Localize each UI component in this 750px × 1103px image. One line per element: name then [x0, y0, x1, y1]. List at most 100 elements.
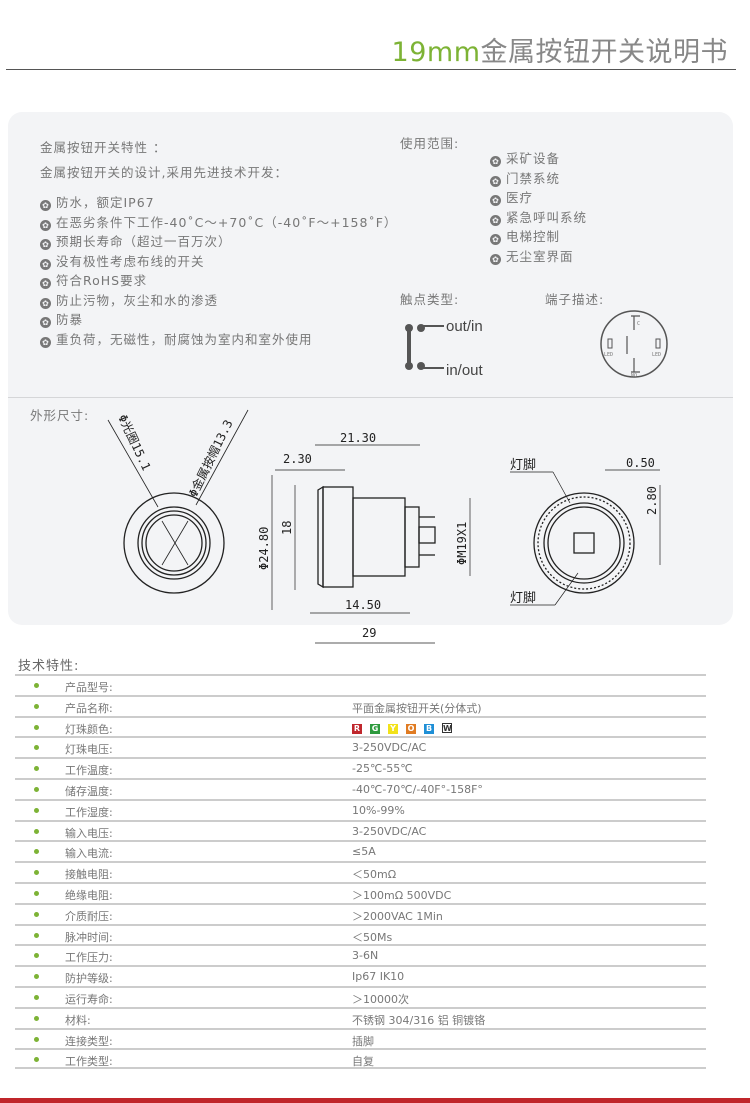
spec-row: 绝缘电阻: ＞100mΩ 500VDC [15, 881, 706, 903]
star-icon: ✿ [40, 239, 51, 250]
spec-value: Ip67 IK10 [352, 970, 405, 984]
spec-row: 产品名称:平面金属按钮开关(分体式) [15, 694, 706, 716]
contact-bottom-label: in/out [446, 362, 484, 379]
spec-value: ＞10000次 [352, 992, 409, 1006]
spec-row: 工作温度: -25℃-55℃ [15, 757, 706, 778]
applications-item-text: 采矿设备 [506, 151, 561, 166]
spec-row: 介质耐压:＞2000VAC 1Min [15, 902, 706, 924]
star-icon: ✿ [490, 175, 501, 187]
spec-value: 插脚 [352, 1034, 374, 1048]
spec-label: 接触电阻: [65, 868, 113, 882]
star-icon: ✿ [40, 336, 51, 348]
bullet-icon [34, 849, 39, 855]
features-item: ✿防止污物，灰尘和水的渗透 [40, 291, 397, 311]
spec-value: ＞2000VAC 1Min [352, 909, 443, 923]
terminal-led-left: LED [604, 352, 613, 358]
spec-label: 脉冲时间: [65, 930, 113, 944]
spec-label: 工作类型: [65, 1055, 113, 1069]
contact-diagram: out/in in/out [405, 318, 484, 379]
spec-label: 工作温度: [65, 764, 113, 778]
spec-label: 绝缘电阻: [65, 888, 113, 902]
features-item-text: 没有极性考虑布线的开关 [56, 253, 205, 269]
dim-0-50: 0.50 [626, 456, 655, 470]
spec-label: 灯珠电压: [65, 743, 113, 757]
spec-value: 3-250VDC/AC [352, 741, 427, 755]
bullet-icon [34, 1015, 39, 1021]
lamp-pin-top-label: 灯脚 [510, 457, 536, 473]
spec-value: 自复 [352, 1055, 374, 1069]
bullet-icon [34, 1057, 39, 1063]
led-color-swatch: O [406, 723, 416, 734]
applications-item-text: 紧急呼叫系统 [506, 209, 588, 225]
bullet-icon [34, 911, 39, 917]
spec-label: 产品型号: [65, 681, 113, 694]
bullet-icon [34, 786, 39, 792]
title-text: 金属按钮开关说明书 [480, 37, 728, 68]
contact-heading: 触点类型: [400, 292, 460, 307]
spec-value: ＜50mΩ [352, 868, 397, 882]
star-icon: ✿ [490, 195, 501, 206]
spec-label: 防护等级: [65, 972, 113, 986]
spec-row: 工作湿度: 10%-99% [15, 798, 706, 820]
star-icon: ✿ [490, 253, 501, 265]
bullet-icon [34, 703, 39, 709]
applications-item-text: 医疗 [506, 190, 534, 205]
led-color-swatch: Y [388, 723, 398, 734]
bullet-icon [34, 745, 39, 751]
spec-row: 工作压力:3-6N [15, 944, 706, 965]
terminal-heading: 端子描述: [545, 292, 605, 307]
led-color-swatch: B [424, 723, 434, 734]
dim-m19: ΦM19X1 [455, 522, 469, 565]
features-item: ✿防水，额定IP67 [40, 193, 397, 213]
dim-21-30: 21.30 [340, 431, 376, 445]
bullet-icon [34, 807, 39, 813]
spec-row: 输入电流:≤5A [15, 840, 706, 861]
dimensions-heading: 外形尺寸: [30, 408, 90, 423]
led-color-swatch: G [370, 723, 380, 734]
dim-29: 29 [362, 626, 376, 640]
dim-2-30: 2.30 [283, 452, 312, 466]
spec-row: 产品型号: [15, 674, 706, 695]
features-item-text: 符合RoHS要求 [56, 273, 148, 288]
features-intro: 金属按钮开关的设计,采用先进技术开发： [40, 165, 288, 180]
led-color-swatch: R [352, 723, 362, 734]
spec-label: 输入电压: [65, 826, 113, 840]
terminal-led-right: LED [652, 352, 661, 358]
spec-value: -40℃-70℃/-40F°-158F° [352, 782, 483, 796]
spec-row: 运行寿命:＞10000次 [15, 985, 706, 1007]
spec-value: 10%-99% [352, 803, 405, 817]
terminal-no: NO [631, 373, 637, 379]
features-item: ✿ 没有极性考虑布线的开关 [40, 252, 397, 272]
terminal-diagram: C LED LED NO [600, 310, 668, 379]
star-icon: ✿ [490, 156, 501, 167]
applications-list: ✿采矿设备✿门禁系统✿医疗✿紧急呼叫系统✿电梯控制✿无尘室界面 [490, 149, 587, 266]
features-item-text: 防暴 [56, 312, 84, 327]
dim-18: 18 [280, 521, 294, 535]
features-item-text: 防水，额定IP67 [56, 195, 155, 210]
applications-item: ✿ 无尘室界面 [490, 247, 587, 267]
spec-label: 材料: [65, 1013, 91, 1027]
applications-heading: 使用范围: [400, 136, 460, 151]
features-item-text: 重负荷，无磁性，耐腐蚀为室内和室外使用 [56, 331, 313, 347]
spec-value: ＞100mΩ 500VDC [352, 888, 452, 902]
spec-label: 连接类型: [65, 1034, 113, 1048]
spec-row: 材料:不锈钢 304/316 铝 铜镀铬 [15, 1006, 706, 1028]
spec-row: 连接类型: 插脚 [15, 1027, 706, 1049]
footer-bar [0, 1098, 750, 1103]
spec-row: 接触电阻: ＜50mΩ [15, 861, 706, 882]
star-icon: ✿ [40, 258, 51, 270]
bullet-icon [34, 724, 39, 730]
bullet-icon [34, 953, 39, 959]
applications-item-text: 电梯控制 [506, 229, 561, 244]
features-item: ✿ 重负荷，无磁性，耐腐蚀为室内和室外使用 [40, 330, 397, 350]
star-icon: ✿ [490, 214, 501, 226]
bullet-icon [34, 870, 39, 876]
specs-heading: 技术特性: [18, 659, 80, 674]
features-item-text: 在恶劣条件下工作-40˚C～+70˚C（-40˚F～+158˚F） [56, 214, 398, 230]
spec-label: 储存温度: [65, 784, 113, 798]
applications-item-text: 无尘室界面 [506, 248, 574, 264]
spec-label: 工作湿度: [65, 805, 113, 819]
lamp-pin-bottom-label: 灯脚 [510, 590, 536, 606]
spec-value: -25℃-55℃ [352, 762, 413, 776]
